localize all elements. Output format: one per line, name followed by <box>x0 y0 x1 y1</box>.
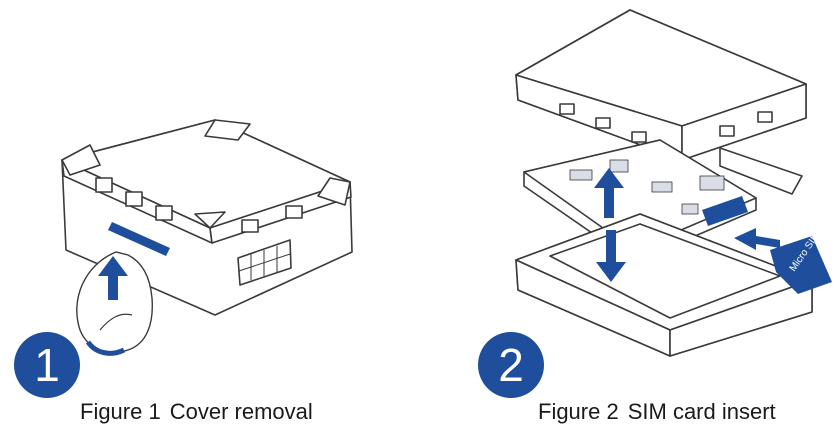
figure-1-title: Cover removal <box>169 399 313 424</box>
up-arrow-icon <box>98 256 128 300</box>
cover-slot <box>108 222 170 256</box>
sim-slot <box>702 196 748 226</box>
insert-arrow-icon <box>734 228 780 250</box>
step-badge-2: 2 <box>478 332 544 398</box>
hand-outline <box>76 251 153 353</box>
figure-2-title: SIM card insert <box>627 399 776 424</box>
up-down-arrow-icon <box>594 168 624 218</box>
figure-2-caption: Figure 2 SIM card insert <box>538 398 776 426</box>
figure-2-label: Figure 2 <box>538 399 619 424</box>
sim-insert-illustration: Micro SIM <box>515 9 832 357</box>
step-badge-1: 1 <box>14 332 80 398</box>
figure-2: Micro SIM 2 Figure 2 SIM card insert <box>420 0 839 430</box>
cover-removal-illustration <box>61 119 353 356</box>
figure-1: 1 Figure 1 Cover removal <box>14 119 353 426</box>
figure-1-caption: Figure 1 Cover removal <box>80 398 313 426</box>
figure-1-label: Figure 1 <box>80 399 161 424</box>
